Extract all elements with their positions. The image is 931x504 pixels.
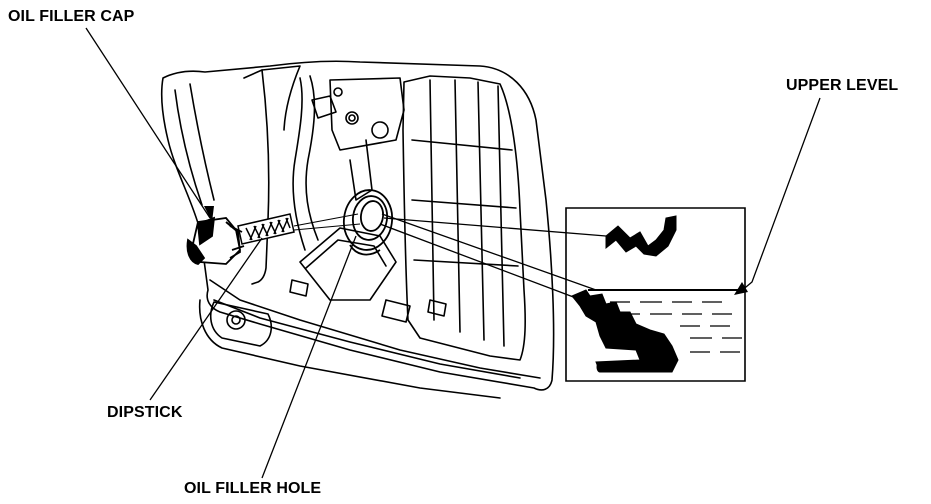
leader-upper: [739, 97, 821, 293]
bolt-3: [371, 121, 389, 139]
rib-2: [454, 79, 461, 333]
tab-3: [381, 299, 411, 323]
neck-guard: [299, 227, 397, 301]
leader-inset-2: [379, 223, 577, 299]
upper-level-label: UPPER LEVEL: [786, 77, 899, 94]
oil-filler-cap: [186, 216, 245, 265]
bolt-1-inner: [348, 114, 356, 122]
tab-2: [427, 299, 447, 317]
rib-h2: [411, 199, 517, 209]
arrowhead-upper: [734, 282, 748, 295]
rib-1: [429, 79, 435, 321]
foot: [209, 301, 273, 347]
leader-inset-1: [381, 213, 597, 291]
housing-inner-left: [174, 89, 203, 206]
oil-filler-hole-label: OIL FILLER HOLE: [184, 480, 322, 497]
dipstick-label: DIPSTICK: [107, 404, 183, 421]
panel-frame: [243, 69, 270, 285]
bolt-2: [333, 87, 343, 97]
hose-3: [311, 95, 337, 119]
rib-panel: [402, 75, 526, 361]
panel-frame-2: [261, 65, 301, 131]
hose-1: [292, 77, 306, 251]
leader-dipstick: [149, 237, 263, 401]
leader-inset-3: [383, 217, 607, 237]
bracket-top: [329, 77, 405, 151]
base-lower: [198, 299, 501, 399]
rib-4: [497, 85, 505, 347]
base-front: [209, 279, 541, 379]
leader-hole: [261, 235, 357, 479]
base-rail: [213, 299, 521, 379]
housing-inner-left-2: [189, 83, 215, 201]
detail-inset: [565, 207, 746, 382]
rib-3: [477, 81, 485, 341]
foot-bolt: [226, 310, 246, 330]
housing-outline: [160, 60, 555, 391]
bolt-1: [345, 111, 359, 125]
dipstick: [237, 213, 361, 245]
rib-h3: [413, 259, 519, 267]
foot-bolt-inner: [231, 315, 241, 325]
tab-1: [289, 279, 309, 297]
oil-filler-cap-label: OIL FILLER CAP: [8, 8, 135, 25]
leader-cap: [85, 27, 211, 219]
neck-guard-2: [305, 239, 387, 269]
rib-h1: [411, 139, 513, 151]
bracket-side: [349, 139, 373, 201]
arrowhead-cap: [204, 206, 214, 222]
